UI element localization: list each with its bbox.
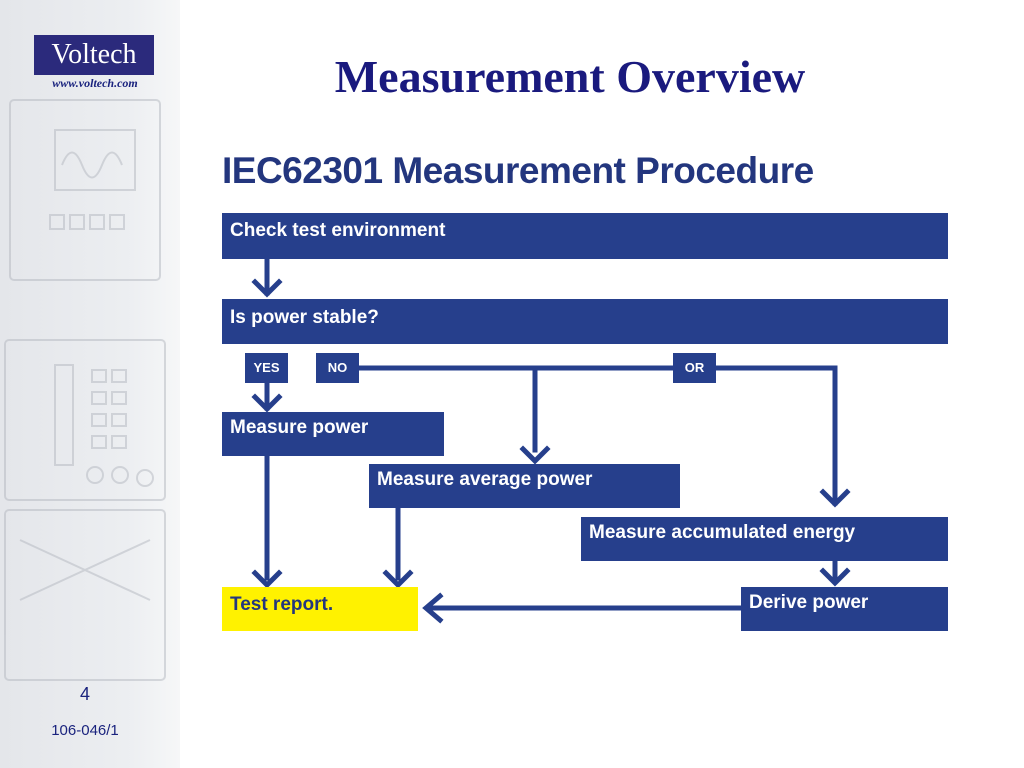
diagram-title: IEC62301 Measurement Procedure [222, 150, 814, 191]
voltech-logo: Voltech [34, 35, 154, 75]
arrowhead-to-report [422, 592, 444, 624]
sidebar: Voltech www.voltech.com 4 106-046/1 [0, 0, 180, 768]
step-test-report: Test report. [222, 587, 418, 631]
step-measure-power: Measure power [222, 412, 444, 456]
step-power-stable: Is power stable? [222, 299, 948, 344]
arrowhead-derive [819, 567, 851, 587]
page-number: 4 [79, 684, 90, 704]
step-measure-average-power: Measure average power [369, 464, 680, 508]
step-derive-power: Derive power [741, 587, 948, 631]
tag-no: NO [316, 353, 359, 383]
step-measure-accumulated-energy: Measure accumulated energy [581, 517, 948, 561]
instrument-image [4, 99, 166, 681]
arrowhead-report-left [251, 569, 283, 589]
step-check-environment: Check test environment [222, 213, 948, 259]
tag-or: OR [673, 353, 716, 383]
branch-line [352, 365, 838, 506]
arrowhead-report-right [382, 569, 414, 589]
document-code: 106-046/1 [51, 722, 119, 739]
slide-title: Measurement Overview [334, 51, 806, 102]
arrowhead-check-to-stable [251, 278, 283, 298]
arrowhead-yes [251, 393, 283, 413]
arrowhead-average [519, 445, 551, 465]
tag-yes: YES [245, 353, 288, 383]
logo-url: www.voltech.com [52, 76, 138, 90]
arrowhead-or [819, 488, 851, 508]
